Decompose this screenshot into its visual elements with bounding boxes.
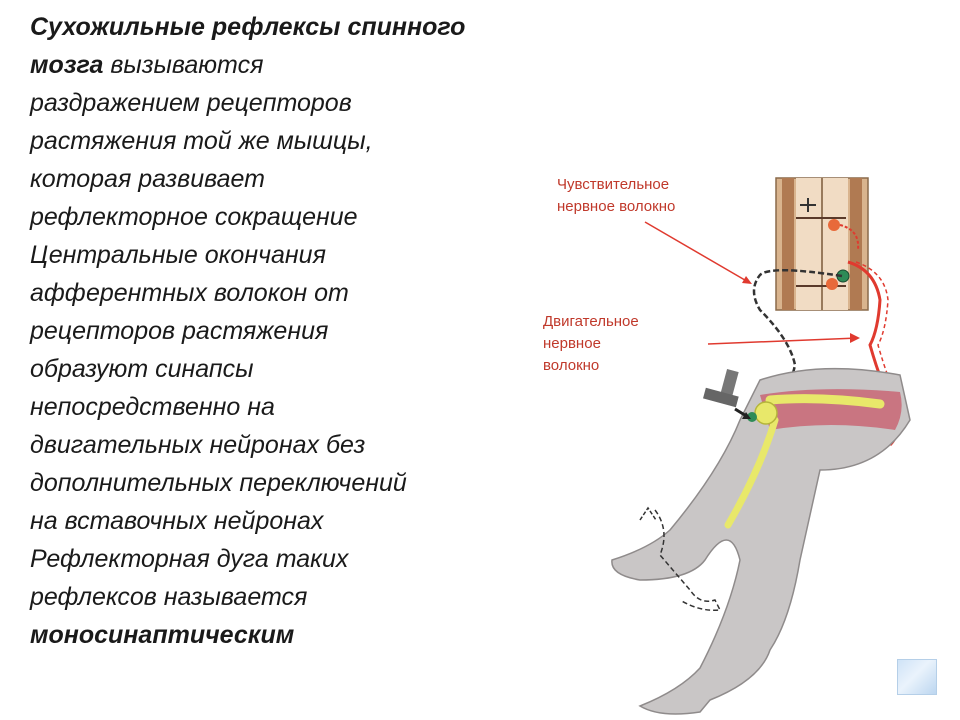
text-line: которая развивает xyxy=(30,165,265,193)
slide-corner-icon xyxy=(897,659,937,695)
slide-main-text: Сухожильные рефлексы спинного мозга вызы… xyxy=(30,8,530,654)
text-line: рефлекторное сокращение xyxy=(30,203,358,231)
text-line: мозга вызываются xyxy=(30,51,264,79)
text-line: Центральные окончания xyxy=(30,241,326,269)
text-line: Рефлекторная дуга таких xyxy=(30,545,349,573)
motor-pointer-line xyxy=(707,337,859,345)
reflex-arc-diagram xyxy=(611,177,911,715)
text-line: афферентных волокон от xyxy=(30,279,349,307)
text-line: растяжения той же мышцы, xyxy=(30,127,373,155)
leg-illustration xyxy=(611,367,911,715)
motor-fiber-label: Двигательное нервное волокно xyxy=(543,313,639,374)
text-line: раздражением рецепторов xyxy=(30,89,352,117)
text-line: непосредственно на xyxy=(30,393,275,421)
text-line: дополнительных переключений xyxy=(30,469,407,497)
text-line: Сухожильные рефлексы спинного xyxy=(30,13,466,41)
text-line: моносинаптическим xyxy=(30,621,295,649)
spinal-cord-segment xyxy=(775,177,869,311)
text-line: двигательных нейронах без xyxy=(30,431,366,459)
text-line: образуют синапсы xyxy=(30,355,254,383)
text-line: на вставочных нейронах xyxy=(30,507,324,535)
text-line: рефлексов называется xyxy=(30,583,308,611)
text-line: рецепторов растяжения xyxy=(30,317,329,345)
sensory-fiber-label: Чувствительное нервное волокно xyxy=(557,176,676,215)
sensory-pointer-line xyxy=(644,221,751,284)
reflex-hammer-icon xyxy=(703,368,751,419)
